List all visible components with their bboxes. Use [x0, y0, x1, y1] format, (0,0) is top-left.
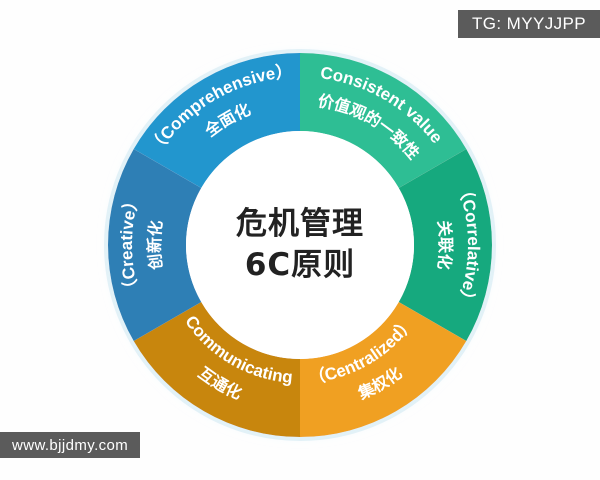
donut-outer-halo — [104, 49, 496, 441]
donut-slice-comprehensive[interactable] — [133, 53, 300, 188]
slice-label-zh-creative: 创新化 — [145, 219, 166, 271]
donut-slice-centralized[interactable] — [300, 302, 467, 437]
watermark-top-right: TG: MYYJJPP — [458, 10, 600, 38]
donut-slice-consistent-value[interactable] — [300, 53, 467, 188]
donut-slice-creative[interactable] — [107, 149, 202, 341]
slice-label-zh-correlative: 关联化 — [434, 219, 455, 270]
watermark-bottom-left: www.bjjdmy.com — [0, 432, 141, 458]
crisis-management-6c-donut-chart: （Consistent value）价值观的一致性（Correlative）关联… — [97, 34, 496, 441]
donut-svg: （Consistent value）价值观的一致性（Correlative）关联… — [97, 34, 496, 441]
donut-slice-communicating[interactable] — [133, 302, 300, 437]
donut-slice-correlative[interactable] — [398, 149, 492, 341]
donut-slices-group — [107, 53, 492, 437]
donut-inner-hole — [186, 131, 414, 359]
